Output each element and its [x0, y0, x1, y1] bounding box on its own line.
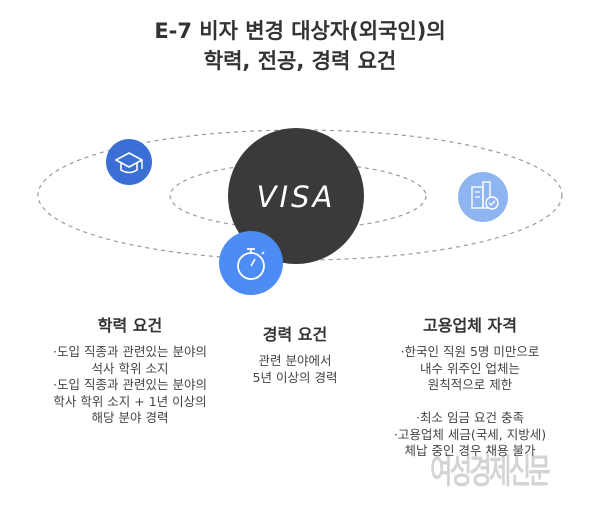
- building-check-icon: [458, 172, 508, 222]
- experience-line: 관련 분야에서: [258, 353, 332, 368]
- stopwatch-icon: [219, 231, 283, 295]
- employer-heading: 고용업체 자격: [423, 316, 517, 335]
- employer-line: 원칙적으로 제한: [427, 377, 513, 392]
- education-requirements: ·도입 직종과 관련있는 분야의 석사 학위 소지 ·도입 직종과 관련있는 분…: [20, 344, 240, 427]
- education-line: 학사 학위 소지 + 1년 이상의: [53, 393, 207, 409]
- employer-line: ·한국인 직원 5명 미만으로: [400, 344, 540, 359]
- title-line-1: E-7 비자 변경 대상자(외국인)의: [154, 19, 446, 43]
- education-line: 해당 분야 경력: [91, 410, 169, 425]
- employer-line: 내수 위주인 업체는: [420, 360, 520, 376]
- employer-line: ·최소 임금 요건 충족: [416, 410, 524, 425]
- experience-heading: 경력 요건: [262, 325, 328, 344]
- experience-line: 5년 이상의 경력: [252, 369, 338, 385]
- graduation-cap-icon: [106, 139, 152, 185]
- education-line: ·도입 직종과 관련있는 분야의: [53, 344, 207, 359]
- title-line-2: 학력, 전공, 경력 요건: [203, 49, 397, 73]
- employer-line: ·고용업체 세금(국세, 지방세): [393, 426, 547, 442]
- experience-requirements: 관련 분야에서 5년 이상의 경력: [195, 353, 395, 386]
- employer-line: [365, 394, 575, 411]
- education-line: 석사 학위 소지: [91, 360, 169, 376]
- employer-requirements: ·한국인 직원 5명 미만으로 내수 위주인 업체는 원칙적으로 제한 ·최소 …: [365, 344, 575, 460]
- diagram-title: E-7 비자 변경 대상자(외국인)의 학력, 전공, 경력 요건: [0, 16, 600, 76]
- employer-line: 체납 중인 경우 채용 불가: [404, 443, 536, 458]
- education-line: ·도입 직종과 관련있는 분야의: [53, 377, 207, 392]
- publisher-watermark: 여성경제신문: [430, 452, 551, 492]
- education-heading: 학력 요건: [97, 316, 163, 335]
- visa-circle: [228, 128, 364, 264]
- visa-label: VISA: [257, 180, 336, 214]
